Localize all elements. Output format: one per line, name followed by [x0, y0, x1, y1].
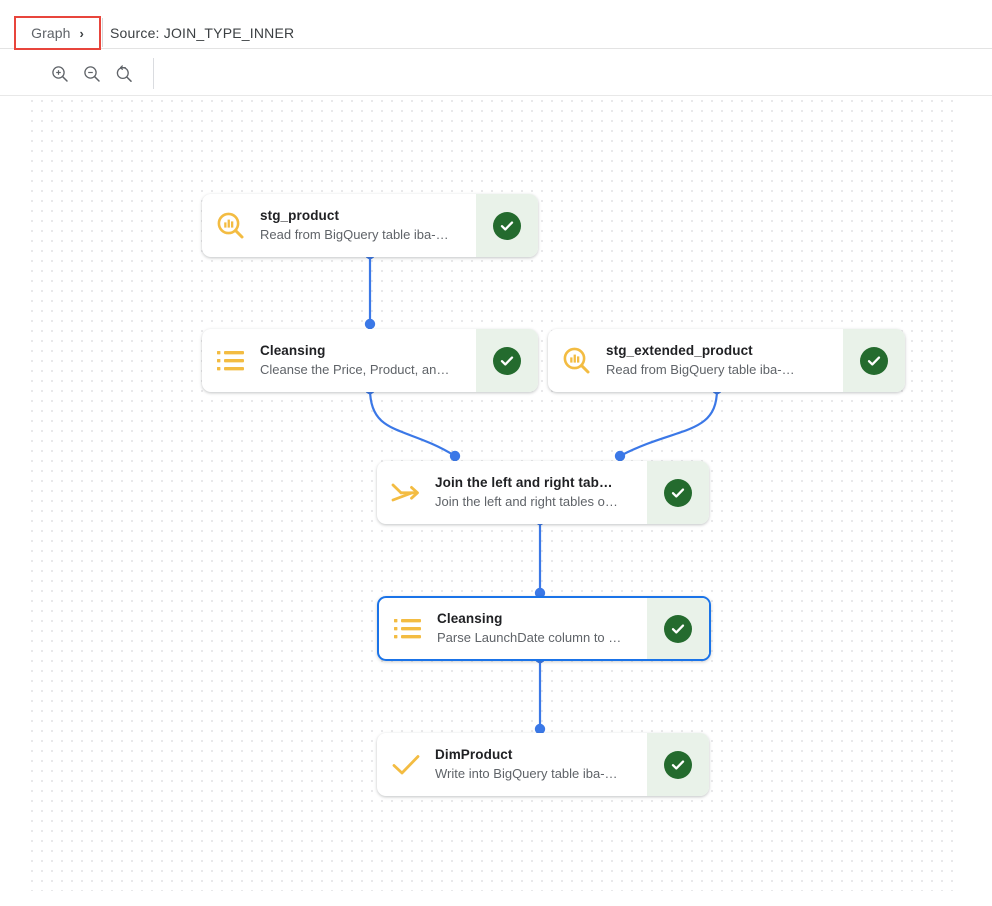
graph-node-join[interactable]: Join the left and right tab… Join the le… — [377, 461, 709, 524]
node-text: Cleansing Parse LaunchDate column to … — [437, 598, 647, 659]
header-bar: Graph › Source: JOIN_TYPE_INNER — [0, 0, 992, 50]
node-title: Join the left and right tab… — [435, 475, 613, 491]
graph-toolbar — [0, 49, 992, 96]
graph-node-cleansing-2[interactable]: Cleansing Parse LaunchDate column to … — [377, 596, 711, 661]
join-arrow-icon — [377, 461, 435, 524]
node-title: Cleansing — [260, 343, 326, 359]
success-check-icon — [493, 346, 521, 375]
toolbar-divider — [153, 58, 154, 89]
graph-canvas[interactable]: stg_product Read from BigQuery table iba… — [27, 96, 955, 891]
node-title: stg_product — [260, 208, 340, 224]
zoom-reset-icon[interactable] — [111, 61, 137, 87]
node-text: stg_product Read from BigQuery table iba… — [260, 194, 476, 257]
node-subtitle: Write into BigQuery table iba-… — [435, 766, 618, 782]
success-check-icon — [664, 614, 692, 643]
list-icon — [379, 598, 437, 659]
chevron-right-icon: › — [79, 25, 84, 41]
success-check-icon — [860, 346, 888, 375]
status-badge — [843, 329, 905, 392]
node-subtitle: Parse LaunchDate column to … — [437, 630, 622, 646]
node-subtitle: Cleanse the Price, Product, an… — [260, 362, 450, 378]
node-text: DimProduct Write into BigQuery table iba… — [435, 733, 647, 796]
status-badge — [476, 194, 538, 257]
graph-node-dimproduct[interactable]: DimProduct Write into BigQuery table iba… — [377, 733, 709, 796]
source-label: Source: JOIN_TYPE_INNER — [110, 25, 295, 41]
node-text: stg_extended_product Read from BigQuery … — [606, 329, 843, 392]
graph-node-cleansing-1[interactable]: Cleansing Cleanse the Price, Product, an… — [202, 329, 538, 392]
node-text: Cleansing Cleanse the Price, Product, an… — [260, 329, 476, 392]
status-badge — [647, 733, 709, 796]
status-badge — [476, 329, 538, 392]
graph-node-stg-product[interactable]: stg_product Read from BigQuery table iba… — [202, 194, 538, 257]
node-subtitle: Read from BigQuery table iba-… — [606, 362, 795, 378]
breadcrumb-graph[interactable]: Graph › — [14, 16, 101, 50]
bigquery-search-icon — [202, 194, 260, 257]
node-subtitle: Read from BigQuery table iba-… — [260, 227, 449, 243]
node-subtitle: Join the left and right tables o… — [435, 494, 618, 510]
bigquery-search-icon — [548, 329, 606, 392]
list-icon — [202, 329, 260, 392]
zoom-out-icon[interactable] — [79, 61, 105, 87]
graph-node-stg-extended-product[interactable]: stg_extended_product Read from BigQuery … — [548, 329, 905, 392]
breadcrumb-label: Graph — [31, 25, 71, 41]
node-title: Cleansing — [437, 611, 503, 627]
header-divider — [102, 18, 103, 47]
node-title: stg_extended_product — [606, 343, 753, 359]
success-check-icon — [493, 211, 521, 240]
status-badge — [647, 461, 709, 524]
success-check-icon — [664, 478, 692, 507]
check-icon — [377, 733, 435, 796]
zoom-in-icon[interactable] — [47, 61, 73, 87]
status-badge — [647, 598, 709, 659]
success-check-icon — [664, 750, 692, 779]
node-title: DimProduct — [435, 747, 513, 763]
node-text: Join the left and right tab… Join the le… — [435, 461, 647, 524]
